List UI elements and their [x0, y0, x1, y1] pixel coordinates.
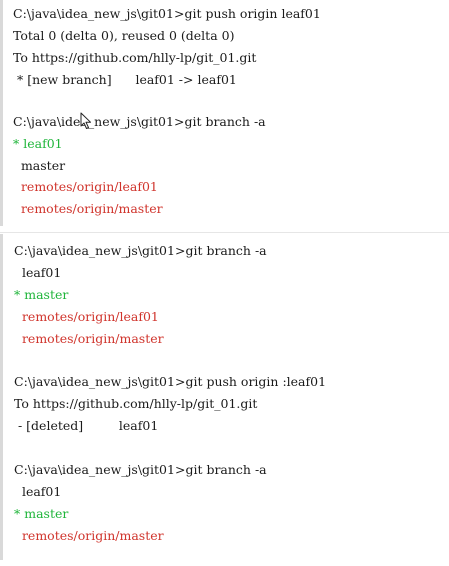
command-line: C:\java\idea_new_js\git01>git push origi…: [14, 374, 327, 389]
branch-line: leaf01: [14, 265, 62, 280]
output-line: - [deleted] leaf01: [14, 418, 159, 433]
branch-line: leaf01: [14, 484, 62, 499]
divider: [0, 232, 449, 233]
terminal-panel-top: C:\java\idea_new_js\git01>git push origi…: [0, 0, 449, 226]
terminal-panel-bottom: C:\java\idea_new_js\git01>git branch -a …: [0, 234, 449, 566]
remote-branch-line: remotes/origin/master: [14, 528, 164, 543]
current-branch-line: * leaf01: [13, 136, 63, 151]
current-branch-line: * master: [14, 287, 69, 302]
panel-gutter: [0, 0, 3, 226]
command-line: C:\java\idea_new_js\git01>git push origi…: [13, 6, 321, 21]
current-branch-line: * master: [14, 506, 69, 521]
output-line: To https://github.com/hlly-lp/git_01.git: [13, 50, 257, 65]
remote-branch-line: remotes/origin/master: [14, 331, 164, 346]
remote-branch-line: remotes/origin/leaf01: [14, 309, 159, 324]
branch-line: master: [13, 158, 66, 173]
remote-branch-line: remotes/origin/leaf01: [13, 179, 158, 194]
output-line: * [new branch] leaf01 -> leaf01: [13, 72, 237, 87]
remote-branch-line: remotes/origin/master: [13, 201, 163, 216]
panel-gutter: [0, 234, 3, 560]
panel-separator: [0, 226, 449, 234]
command-line: C:\java\idea_new_js\git01>git branch -a: [13, 114, 266, 129]
output-line: Total 0 (delta 0), reused 0 (delta 0): [13, 28, 235, 43]
mouse-pointer-icon: [80, 112, 91, 129]
command-line: C:\java\idea_new_js\git01>git branch -a: [14, 243, 267, 258]
output-line: To https://github.com/hlly-lp/git_01.git: [14, 396, 258, 411]
command-line: C:\java\idea_new_js\git01>git branch -a: [14, 462, 267, 477]
